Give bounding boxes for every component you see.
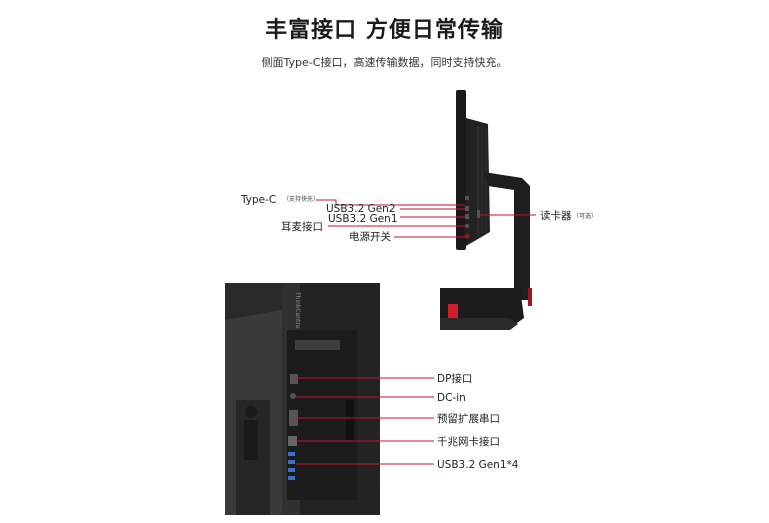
label-type-c: Type-C xyxy=(240,194,276,206)
usb-gen1-port-icon xyxy=(465,214,469,219)
usb-port-icon-3 xyxy=(288,468,295,472)
brand-logo: ThinkCentre xyxy=(294,291,301,329)
usb-port-icon-2 xyxy=(288,460,295,464)
side-view-device xyxy=(440,90,532,330)
ethernet-port-icon xyxy=(288,436,297,446)
usb-port-icon-4 xyxy=(288,476,295,480)
label-power: 电源开关 xyxy=(349,230,391,243)
stand-arm xyxy=(484,172,530,300)
label-type-c-note: （支持快充） xyxy=(283,195,319,203)
page-title: 丰富接口 方便日常传输 xyxy=(265,18,504,43)
label-usb-gen2: USB3.2 Gen2 xyxy=(326,203,396,215)
rear-view-device: ThinkCentre xyxy=(225,283,380,515)
label-usb-gen1: USB3.2 Gen1 xyxy=(328,213,398,225)
label-dc-in: DC-in xyxy=(437,392,466,404)
power-button-icon xyxy=(464,233,470,239)
usb-gen2-port-icon xyxy=(465,206,469,211)
usb-port-icon-1 xyxy=(288,452,295,456)
port-bay xyxy=(287,330,357,500)
label-audio: 耳麦接口 xyxy=(281,220,323,233)
audio-jack-icon xyxy=(465,224,469,228)
side-port-cluster xyxy=(464,196,480,239)
side-leader-lines xyxy=(316,199,536,238)
label-card-reader: 读卡器 xyxy=(540,209,572,222)
dp-port-icon xyxy=(290,374,298,384)
label-usb-gen1-x4: USB3.2 Gen1*4 xyxy=(437,459,519,471)
label-serial: 预留扩展串口 xyxy=(437,412,500,425)
label-ethernet: 千兆网卡接口 xyxy=(437,435,500,448)
card-reader-slot-icon xyxy=(477,210,480,218)
serial-port-icon xyxy=(289,410,298,426)
type-c-port-icon xyxy=(465,196,469,200)
page-subtitle: 侧面Type-C接口，高速传输数据，同时支持快充。 xyxy=(261,56,508,69)
label-card-reader-note: （可选） xyxy=(573,212,597,220)
screen-panel xyxy=(456,90,466,250)
dc-in-port-icon xyxy=(290,393,296,399)
label-dp: DP接口 xyxy=(437,372,472,385)
red-accent xyxy=(448,304,458,318)
rear-leader-lines xyxy=(296,377,434,465)
